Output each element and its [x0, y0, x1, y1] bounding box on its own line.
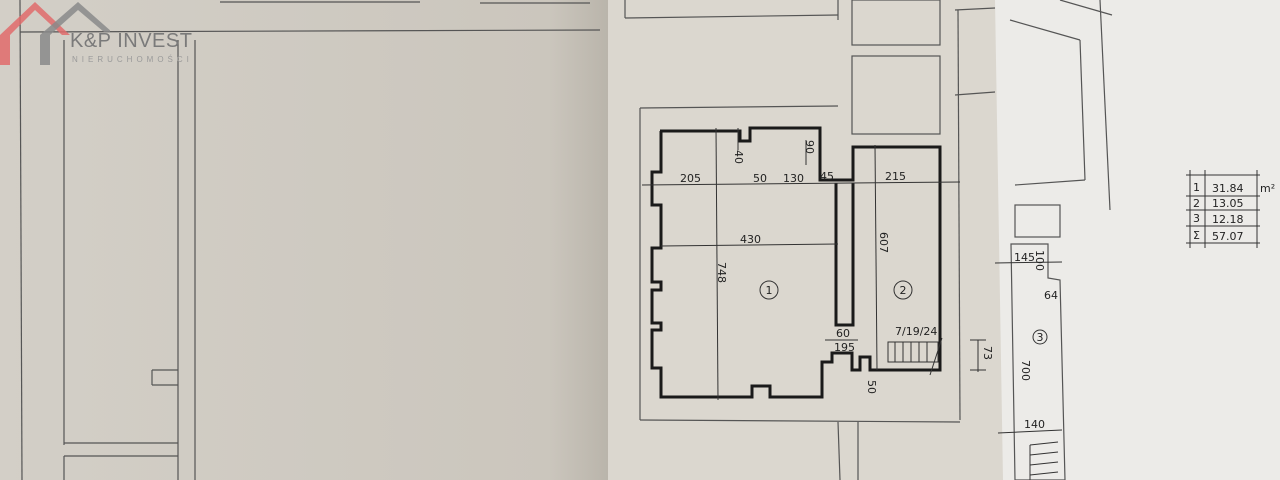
area-row: 1 31.84 — [1193, 181, 1244, 195]
svg-text:100: 100 — [1033, 250, 1046, 271]
svg-text:45: 45 — [820, 170, 834, 183]
stairs — [887, 337, 943, 376]
svg-text:2: 2 — [1193, 197, 1200, 210]
partition-wall — [834, 183, 855, 327]
area-row: 3 12.18 — [1193, 212, 1244, 226]
room-1-walls — [650, 126, 942, 399]
dimension-lines — [641, 127, 986, 401]
svg-text:73: 73 — [981, 346, 994, 360]
room-1-marker: 1 — [759, 280, 779, 300]
logo-title: K&P INVEST — [70, 30, 193, 52]
house-roof-icon — [0, 2, 110, 65]
dimension-labels: 205 50 130 45 215 40 90 430 748 607 60 1… — [680, 140, 1058, 431]
svg-text:Σ: Σ — [1193, 229, 1200, 242]
svg-text:3: 3 — [1037, 331, 1044, 344]
svg-text:50: 50 — [865, 380, 878, 394]
room-2-marker: 2 — [893, 280, 913, 300]
left-page-lines — [19, 0, 601, 480]
svg-text:3: 3 — [1193, 212, 1200, 225]
svg-text:140: 140 — [1024, 418, 1045, 431]
svg-text:205: 205 — [680, 172, 701, 185]
middle-page — [608, 0, 1003, 480]
area-row: 2 13.05 — [1193, 197, 1244, 210]
area-row-total: Σ 57.07 — [1193, 229, 1244, 243]
svg-text:1: 1 — [766, 284, 773, 297]
svg-text:130: 130 — [783, 172, 804, 185]
svg-text:12.18: 12.18 — [1212, 213, 1244, 226]
area-table: 1 31.84 2 13.05 3 12.18 Σ 57.07 m² — [1186, 170, 1275, 248]
svg-text:90: 90 — [803, 140, 816, 154]
svg-text:31.84: 31.84 — [1212, 182, 1244, 195]
svg-text:64: 64 — [1044, 289, 1058, 302]
room-3-stairs — [1029, 441, 1059, 480]
room-3-marker: 3 — [1032, 329, 1048, 345]
svg-text:57.07: 57.07 — [1212, 230, 1244, 243]
right-sheet — [995, 0, 1280, 480]
svg-text:13.05: 13.05 — [1212, 197, 1244, 210]
svg-text:60: 60 — [836, 327, 850, 340]
svg-text:145: 145 — [1014, 251, 1035, 264]
svg-text:430: 430 — [740, 233, 761, 246]
svg-text:50: 50 — [753, 172, 767, 185]
svg-text:700: 700 — [1019, 360, 1032, 381]
logo-subtitle: NIERUCHOMOŚCI — [72, 55, 193, 64]
svg-text:607: 607 — [877, 232, 890, 253]
company-logo: K&P INVEST NIERUCHOMOŚCI — [0, 0, 210, 70]
svg-text:215: 215 — [885, 170, 906, 183]
room-3-walls — [1010, 243, 1066, 480]
svg-text:1: 1 — [1193, 181, 1200, 194]
svg-text:748: 748 — [715, 262, 728, 283]
left-page — [0, 0, 610, 480]
area-unit: m² — [1260, 182, 1275, 195]
svg-text:2: 2 — [900, 284, 907, 297]
svg-text:40: 40 — [732, 150, 745, 164]
svg-text:195: 195 — [834, 341, 855, 354]
svg-text:7/19/24: 7/19/24 — [895, 325, 937, 338]
context-lines — [624, 0, 1113, 480]
